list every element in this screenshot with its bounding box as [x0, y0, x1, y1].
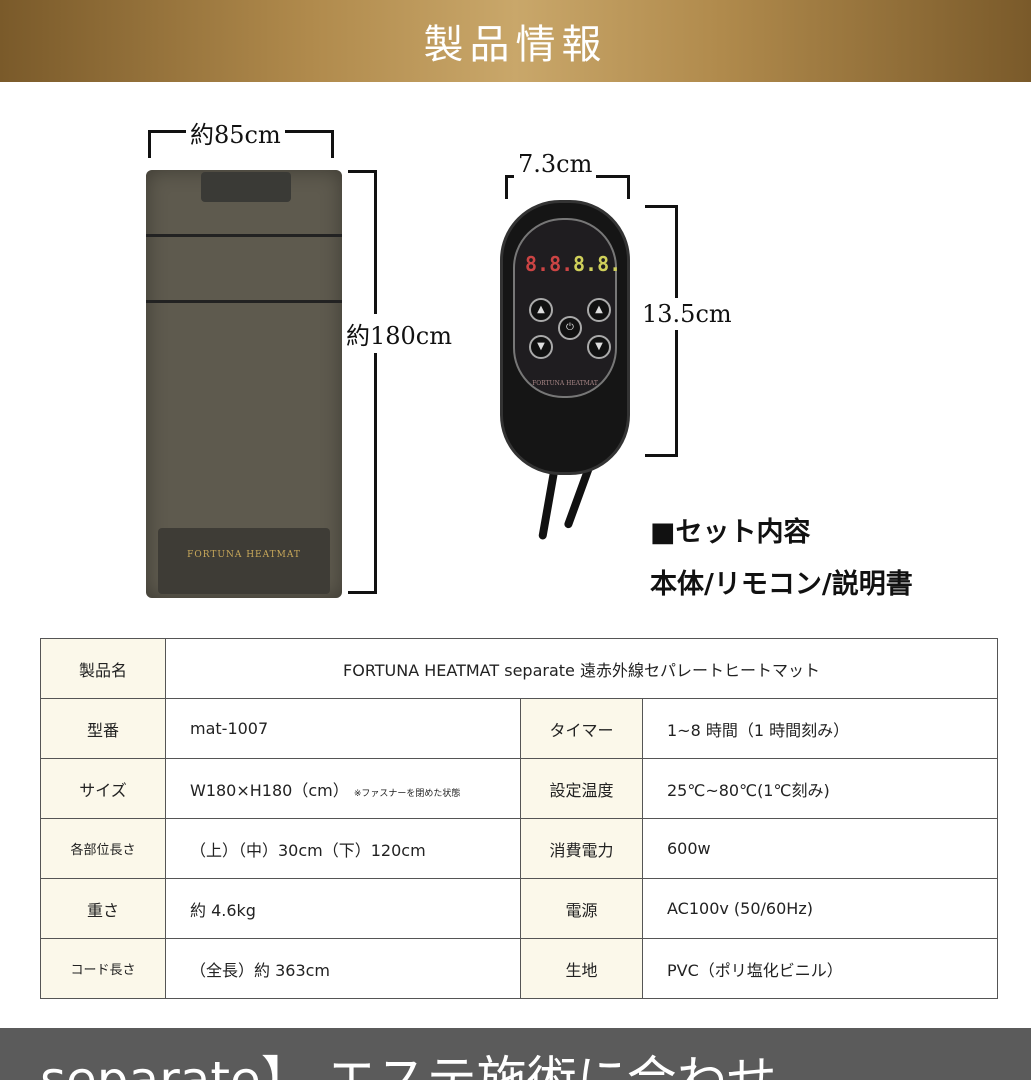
table-row: サイズ W180×H180（cm） ※ファスナーを閉めた状態 設定温度 25℃~…: [40, 758, 998, 819]
value-text: mat-1007: [190, 719, 269, 738]
label-cell: 型番: [40, 698, 166, 759]
mat-height-label: 約180cm: [346, 314, 453, 353]
label-cell: 重さ: [40, 878, 166, 939]
label-cell: サイズ: [40, 758, 166, 819]
dimension-tick: [348, 170, 376, 173]
mat-seam: [146, 234, 342, 237]
label-cell: 生地: [520, 938, 643, 999]
dimension-tick: [627, 175, 630, 199]
power-icon: ⏻: [558, 316, 582, 340]
section-title: 製品情報: [423, 22, 608, 68]
remote-width-label: 7.3cm: [514, 150, 597, 178]
value-cell: （全長）約 363cm: [165, 938, 521, 999]
section-header: 製品情報: [0, 0, 1031, 82]
value-text: （上）（中）30cm（下）120cm: [190, 840, 426, 860]
set-contents-title: ■セット内容: [650, 517, 811, 548]
dimension-tick: [348, 591, 376, 594]
label-cell: 各部位長さ: [40, 818, 166, 879]
temp-up-icon: ▲: [529, 298, 553, 322]
value-cell: 25℃~80℃(1℃刻み): [642, 758, 998, 819]
mat-brand-print: FORTUNA HEATMAT: [187, 550, 301, 560]
mat-seam: [146, 300, 342, 303]
label-cell: 消費電力: [520, 818, 643, 879]
value-cell: 600w: [642, 818, 998, 879]
mat-pillow: [201, 172, 291, 202]
label-cell: 設定温度: [520, 758, 643, 819]
value-cell: W180×H180（cm） ※ファスナーを閉めた状態: [165, 758, 521, 819]
value-cell: AC100v (50/60Hz): [642, 878, 998, 939]
table-row: 各部位長さ （上）（中）30cm（下）120cm 消費電力 600w: [40, 818, 998, 879]
temp-down-icon: ▼: [529, 335, 553, 359]
value-cell: 1~8 時間（1 時間刻み）: [642, 698, 998, 759]
height-dimension-line: [374, 170, 377, 594]
table-row: コード長さ （全長）約 363cm 生地 PVC（ポリ塩化ビニル）: [40, 938, 998, 999]
mat-width-label: 約85cm: [186, 115, 285, 150]
table-row: 製品名 FORTUNA HEATMAT separate 遠赤外線セパレートヒー…: [40, 638, 998, 699]
value-text: 約 4.6kg: [190, 900, 256, 920]
time-down-icon: ▼: [587, 335, 611, 359]
remote-brand-print: FORTUNA HEATMAT: [532, 380, 598, 387]
dimension-tick: [645, 205, 677, 208]
spec-table: 製品名 FORTUNA HEATMAT separate 遠赤外線セパレートヒー…: [40, 638, 998, 999]
label-cell: 製品名: [40, 638, 166, 699]
table-row: 重さ 約 4.6kg 電源 AC100v (50/60Hz): [40, 878, 998, 939]
table-row: 型番 mat-1007 タイマー 1~8 時間（1 時間刻み）: [40, 698, 998, 759]
bottom-banner-text: separate】 エステ施術に合わせ: [40, 1051, 777, 1080]
mat-foot-section: FORTUNA HEATMAT: [158, 528, 330, 594]
dimension-tick: [148, 130, 151, 158]
value-cell: PVC（ポリ塩化ビニル）: [642, 938, 998, 999]
remote-face: 8.8. 8.8. ▲ ▼ ▲ ▼ ⏻ FORTUNA HEATMAT: [513, 218, 621, 398]
label-cell: 電源: [520, 878, 643, 939]
remote-control-image: 8.8. 8.8. ▲ ▼ ▲ ▼ ⏻ FORTUNA HEATMAT: [500, 200, 630, 475]
value-text: W180×H180（cm）: [190, 780, 349, 800]
dimension-tick: [505, 175, 508, 199]
heat-mat-image: FORTUNA HEATMAT: [146, 170, 342, 598]
value-cell: （上）（中）30cm（下）120cm: [165, 818, 521, 879]
remote-height-line: [675, 205, 678, 457]
value-text: （全長）約 363cm: [190, 960, 331, 980]
time-up-icon: ▲: [587, 298, 611, 322]
label-cell: コード長さ: [40, 938, 166, 999]
set-contents-items: 本体/リモコン/説明書: [650, 569, 913, 600]
dimension-tick: [331, 130, 334, 158]
bottom-banner: separate】 エステ施術に合わせ: [0, 1028, 1031, 1080]
display-left: 8.8.: [525, 252, 574, 276]
remote-height-label: 13.5cm: [642, 298, 732, 330]
value-cell: 約 4.6kg: [165, 878, 521, 939]
value-cell: FORTUNA HEATMAT separate 遠赤外線セパレートヒートマット: [165, 638, 998, 699]
label-cell: タイマー: [520, 698, 643, 759]
value-cell: mat-1007: [165, 698, 521, 759]
value-note: ※ファスナーを閉めた状態: [353, 788, 461, 799]
display-right: 8.8.: [573, 252, 622, 276]
dimension-tick: [645, 454, 677, 457]
